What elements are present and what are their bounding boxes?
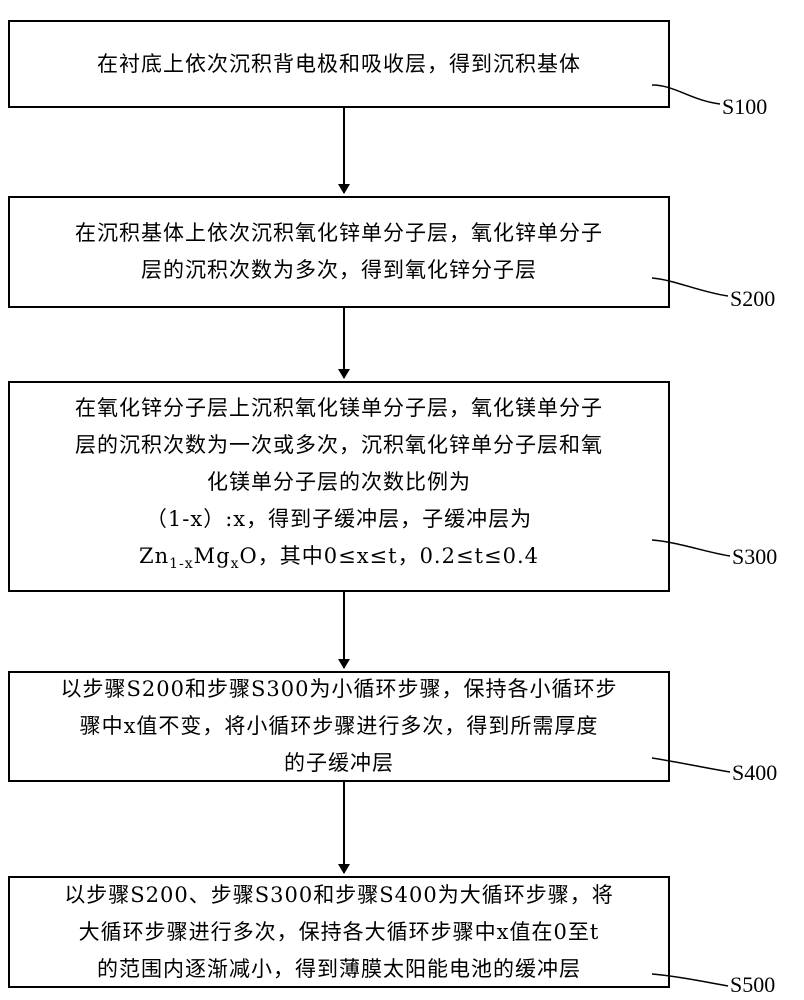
step-box-s500: 以步骤S200、步骤S300和步骤S400为大循环步骤，将 大循环步骤进行多次，… bbox=[8, 876, 670, 988]
step-text: 的子缓冲层 bbox=[61, 745, 618, 782]
formula-condition: ，其中0≤x≤t，0.2≤t≤0.4 bbox=[258, 544, 539, 568]
step-box-s100: 在衬底上依次沉积背电极和吸收层，得到沉积基体 bbox=[8, 20, 670, 108]
formula-mg: Mg bbox=[194, 544, 231, 568]
step-text: 在沉积基体上依次沉积氧化锌单分子层，氧化锌单分子 bbox=[75, 215, 603, 252]
step-text: （1-x）:x，得到子缓冲层，子缓冲层为 bbox=[75, 501, 603, 538]
step-box-s300: 在氧化锌分子层上沉积氧化镁单分子层，氧化镁单分子 层的沉积次数为一次或多次，沉积… bbox=[8, 381, 670, 592]
step-text: 在衬底上依次沉积背电极和吸收层，得到沉积基体 bbox=[97, 46, 581, 83]
step-text: 层的沉积次数为一次或多次，沉积氧化锌单分子层和氧 bbox=[75, 427, 603, 464]
step-box-s200: 在沉积基体上依次沉积氧化锌单分子层，氧化锌单分子 层的沉积次数为多次，得到氧化锌… bbox=[8, 196, 670, 308]
step-text: 化镁单分子层的次数比例为 bbox=[75, 464, 603, 501]
step-label-s100: S100 bbox=[722, 94, 767, 120]
step-label-s300: S300 bbox=[732, 544, 777, 570]
step-label-s400: S400 bbox=[732, 760, 777, 786]
formula-sub-2: x bbox=[231, 556, 240, 572]
step-text: 层的沉积次数为多次，得到氧化锌分子层 bbox=[75, 252, 603, 289]
formula-sub-1: 1-x bbox=[169, 556, 194, 572]
step-text: 的范围内逐渐减小，得到薄膜太阳能电池的缓冲层 bbox=[64, 951, 613, 988]
formula-line: Zn1-xMgxO，其中0≤x≤t，0.2≤t≤0.4 bbox=[75, 538, 603, 583]
step-text: 在氧化锌分子层上沉积氧化镁单分子层，氧化镁单分子 bbox=[75, 390, 603, 427]
step-text: 以步骤S200和步骤S300为小循环步骤，保持各小循环步 bbox=[61, 671, 618, 708]
step-text: 骤中x值不变，将小循环步骤进行多次，得到所需厚度 bbox=[61, 708, 618, 745]
step-box-s400: 以步骤S200和步骤S300为小循环步骤，保持各小循环步 骤中x值不变，将小循环… bbox=[8, 671, 670, 782]
step-label-s200: S200 bbox=[730, 286, 775, 312]
step-text: 大循环步骤进行多次，保持各大循环步骤中x值在0至t bbox=[64, 914, 613, 951]
formula-o: O bbox=[240, 544, 258, 568]
formula-zn: Zn bbox=[139, 544, 169, 568]
step-text: 以步骤S200、步骤S300和步骤S400为大循环步骤，将 bbox=[64, 877, 613, 914]
step-label-s500: S500 bbox=[730, 972, 775, 998]
